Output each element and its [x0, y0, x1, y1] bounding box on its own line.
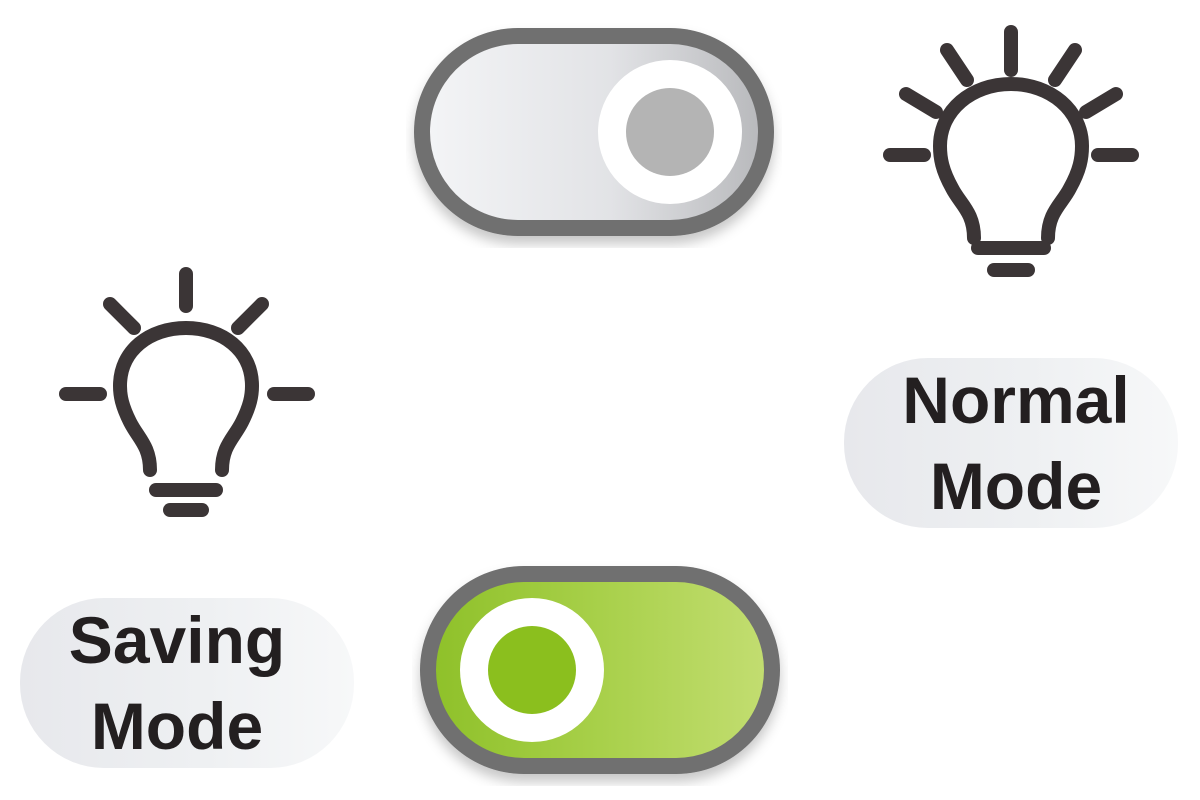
normal-mode-toggle[interactable]	[406, 22, 782, 248]
saving-mode-toggle[interactable]	[412, 560, 788, 786]
saving-toggle-knob	[488, 626, 576, 714]
lightbulb-icon	[883, 25, 1139, 277]
saving-mode-label-line2: Mode	[90, 689, 264, 763]
normal-toggle-knob	[626, 88, 714, 176]
saving-mode-label-line1: Saving	[68, 603, 286, 677]
saving-mode-label: Saving Mode	[20, 598, 354, 768]
lightbulb-icon	[59, 267, 315, 517]
normal-mode-label: Normal Mode	[844, 358, 1178, 528]
normal-mode-label-line2: Mode	[929, 449, 1103, 523]
normal-mode-label-line1: Normal	[902, 363, 1130, 437]
